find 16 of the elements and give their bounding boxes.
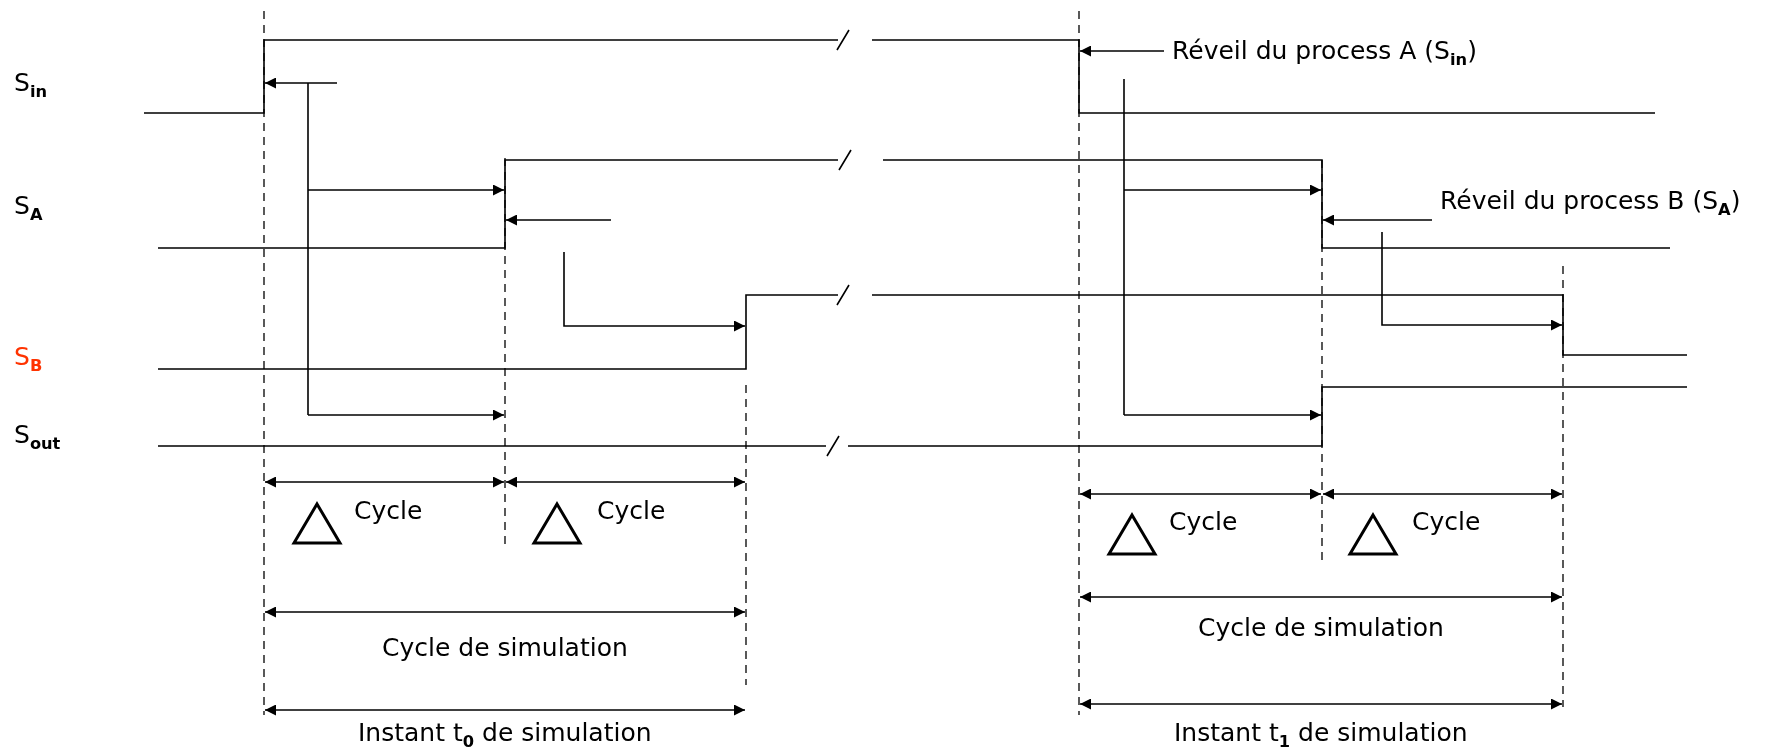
cycle-label: Cycle	[1412, 509, 1481, 534]
leader-arrow	[1322, 214, 1433, 226]
signal-label: S$_{in}$	[14, 70, 47, 101]
signal-label: S$_{B}$	[14, 344, 43, 375]
signal-label: S$_{A}$	[14, 193, 43, 224]
annotation-text: Réveil du process A (S$_{in}$)	[1172, 38, 1477, 69]
cycle-label: Cycle	[1169, 509, 1238, 534]
leader-arrow	[1079, 45, 1165, 57]
interval-label: Instant t$_{1}$ de simulation	[1174, 720, 1468, 751]
annotation-text: Réveil du process B (S$_{A}$)	[1440, 188, 1741, 219]
signal-label: S$_{out}$	[14, 422, 61, 453]
interval-label: Cycle de simulation	[1198, 615, 1444, 640]
cycle-label: Cycle	[354, 498, 423, 523]
interval-label: Instant t$_{0}$ de simulation	[358, 720, 652, 751]
interval-label: Cycle de simulation	[382, 635, 628, 660]
cycle-label: Cycle	[597, 498, 666, 523]
